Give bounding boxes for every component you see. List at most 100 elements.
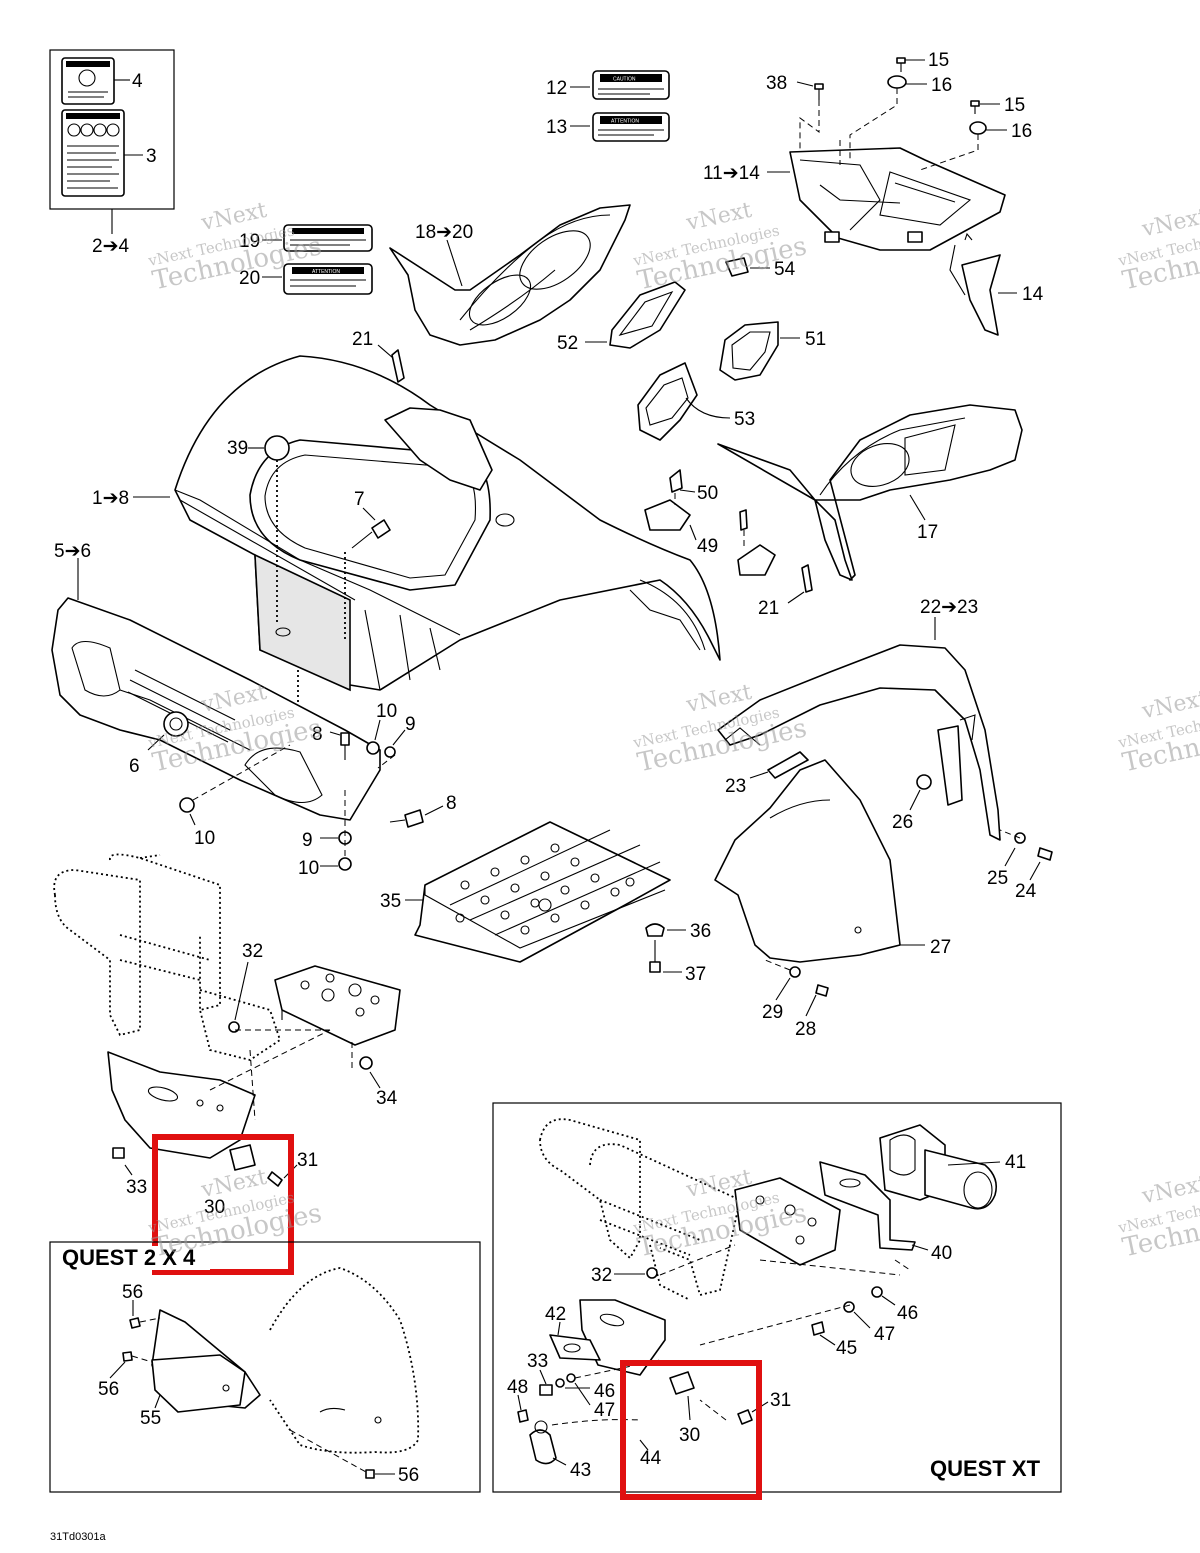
vents-group: 52 51 53 <box>557 281 826 441</box>
bolt-33-a <box>112 1147 125 1159</box>
rear-fender-22 <box>717 644 1001 841</box>
washer-47-a <box>843 1301 855 1313</box>
callout-3: 3 <box>146 146 157 167</box>
inset-quest-xt: QUEST XT <box>492 1102 1062 1500</box>
screw-38 <box>814 83 824 90</box>
callout-6: 6 <box>129 756 140 777</box>
attention-label-20: ATTENTION <box>312 269 340 275</box>
callout-16-a: 16 <box>931 75 952 96</box>
skid-plate-holes <box>455 843 635 935</box>
strip-23 <box>767 751 809 779</box>
inset-quest-2x4-frame <box>49 1241 481 1493</box>
callout-51: 51 <box>805 329 826 350</box>
callout-26: 26 <box>892 812 913 833</box>
callout-9-b: 9 <box>302 830 313 851</box>
callout-47-a: 47 <box>874 1324 895 1345</box>
grommet-16-a <box>887 75 907 89</box>
brush-guard-outline <box>53 869 141 1037</box>
caution-label: CAUTION <box>613 77 636 83</box>
washer-29 <box>789 966 801 978</box>
callout-42: 42 <box>545 1304 566 1325</box>
mud-guard-27 <box>714 759 901 963</box>
watermark-2: vNext vNext Technologies Technologies <box>631 198 810 297</box>
bolt-31-a <box>267 1171 283 1187</box>
upper-inner-panel <box>384 407 493 491</box>
clip-54-group: 54 <box>725 257 796 280</box>
callout-17: 17 <box>917 522 938 543</box>
cap-39 <box>264 435 290 461</box>
mount-36 <box>645 923 665 937</box>
vent-52 <box>609 281 686 349</box>
callout-35: 35 <box>380 891 401 912</box>
attention-label-13: ATTENTION <box>611 119 639 125</box>
callout-8-a: 8 <box>312 724 323 745</box>
callout-31-a: 31 <box>297 1150 318 1171</box>
bracket-49-a <box>644 499 691 531</box>
callout-8-b: 8 <box>446 793 457 814</box>
rear-fender-assembly: 22➔23 23 26 25 24 <box>717 597 1053 902</box>
caution-decal-12-header <box>600 74 662 82</box>
callout-23: 23 <box>725 776 746 797</box>
decal-4-pictogram <box>78 69 96 87</box>
screw-56-b <box>122 1351 133 1362</box>
screw-56-c <box>365 1469 375 1479</box>
bolt-8-b <box>404 809 424 828</box>
callout-24: 24 <box>1015 881 1037 902</box>
caution-decals-group: CAUTION ATTENTION 12 13 <box>546 70 670 142</box>
bolt-28 <box>815 984 829 997</box>
callout-31-b: 31 <box>770 1390 791 1411</box>
washer-46-a <box>871 1286 883 1298</box>
callout-15-b: 15 <box>1004 95 1025 116</box>
screw-15-b <box>970 100 980 107</box>
highlight-box-part-30-main <box>152 1134 294 1275</box>
figure-code: 31Td0301a <box>50 1531 107 1543</box>
bumper-fasteners: 8 10 9 8 9 10 10 <box>179 701 457 879</box>
rear-panel-11 <box>789 147 1006 251</box>
callout-47-b: 47 <box>594 1400 615 1421</box>
bracket-49-b <box>737 544 776 576</box>
clip-54 <box>725 257 749 277</box>
callout-14: 14 <box>1022 284 1044 305</box>
fairlead-42 <box>549 1334 601 1361</box>
callout-27: 27 <box>930 937 951 958</box>
left-side-panel-assembly: 18➔20 <box>389 204 631 346</box>
callout-46-b: 46 <box>594 1381 615 1402</box>
hook-43 <box>529 1429 557 1465</box>
callout-43: 43 <box>570 1460 591 1481</box>
callout-21-b: 21 <box>758 598 779 619</box>
nut-10-a <box>366 741 380 755</box>
screw-56-a <box>129 1317 141 1329</box>
decal-4-header <box>66 61 110 67</box>
screw-7 <box>371 519 391 539</box>
pin-48 <box>517 1409 529 1423</box>
front-bumper-assembly: 5➔6 6 <box>51 541 381 821</box>
washer-26 <box>916 774 932 790</box>
skid-plate-assembly: 35 36 37 <box>380 821 711 985</box>
callout-20: 20 <box>239 268 260 289</box>
bumper-5 <box>51 597 381 821</box>
rear-panel-assembly: 15 16 15 16 38 11➔14 14 <box>703 50 1044 336</box>
callout-30-a: 30 <box>204 1197 225 1218</box>
watermarks: vNext vNext Technologies Technologies vN… <box>146 198 1200 1264</box>
callout-11-to-14: 11➔14 <box>703 163 760 184</box>
inset-quest-xt-frame <box>492 1102 1062 1493</box>
callout-49: 49 <box>697 536 718 557</box>
bolt-8-a <box>340 732 350 746</box>
front-guard-assembly: 32 34 33 31 30 <box>53 853 401 1275</box>
nut-10-b <box>338 857 352 871</box>
inset-quest-2x4: QUEST 2 X 4 56 56 55 56 <box>49 1241 481 1493</box>
screw-50-a <box>669 469 683 493</box>
callout-34: 34 <box>376 1088 398 1109</box>
callout-44: 44 <box>640 1448 662 1469</box>
inset-quest-xt-title: QUEST XT <box>930 1456 1041 1481</box>
callout-56-a: 56 <box>122 1282 143 1303</box>
winch-41-drum <box>924 1149 998 1210</box>
callout-46-a: 46 <box>897 1303 918 1324</box>
guard-tab-30 <box>229 1144 256 1171</box>
callout-2-to-4: 2➔4 <box>92 236 129 257</box>
callout-36: 36 <box>690 921 711 942</box>
callout-4: 4 <box>132 71 143 92</box>
callout-48: 48 <box>507 1377 528 1398</box>
decals-19-20-group: ATTENTION 19 20 <box>239 224 373 295</box>
